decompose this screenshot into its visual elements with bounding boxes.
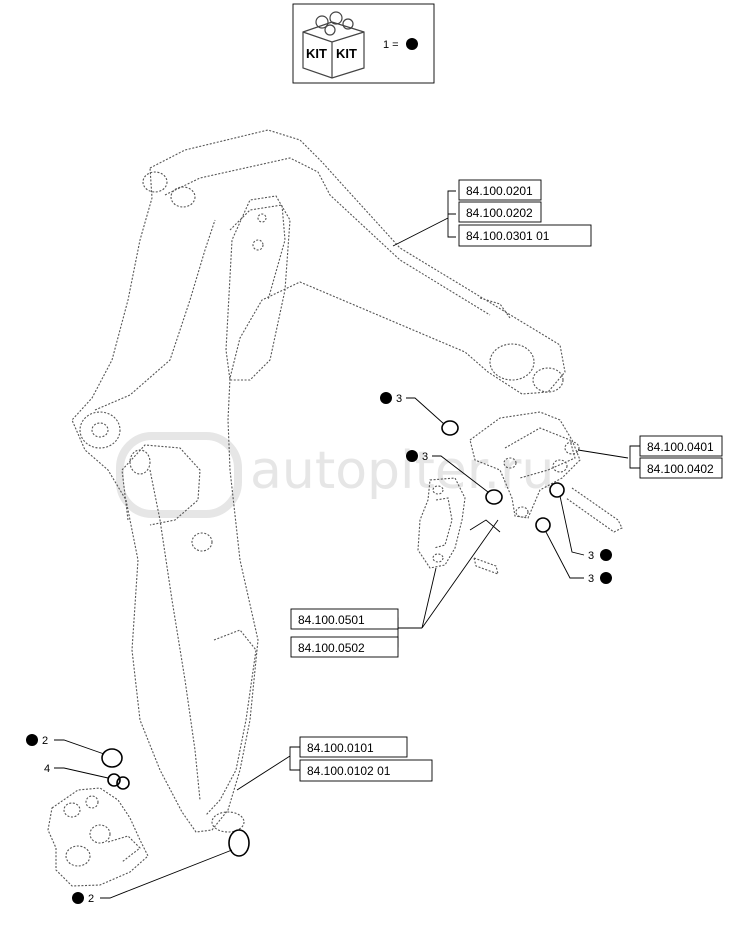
kit-equation: 1 = xyxy=(383,39,399,51)
seal-ring-4a xyxy=(107,773,121,787)
kit-dot-icon xyxy=(380,392,392,404)
seal-ring-4b xyxy=(116,776,130,790)
kit-dot-icon xyxy=(406,450,418,462)
callout-label: 2 xyxy=(42,735,48,747)
watermark-logo-box xyxy=(116,432,242,518)
boom-arm xyxy=(71,129,566,833)
link-assembly xyxy=(417,411,623,575)
callout-label: 3 xyxy=(588,550,594,562)
ref-label[interactable]: 84.100.0401 xyxy=(647,440,714,454)
ref-box[interactable] xyxy=(458,201,542,223)
ref-box[interactable] xyxy=(290,636,399,658)
ref-group-link: 84.100.0401 84.100.0402 xyxy=(577,435,723,479)
ref-box[interactable] xyxy=(458,224,592,247)
ref-label[interactable]: 84.100.0101 xyxy=(307,741,374,755)
kit-legend: KIT KIT 1 = xyxy=(292,3,435,84)
kit-dot-icon xyxy=(406,38,418,50)
ref-label[interactable]: 84.100.0202 xyxy=(466,206,533,220)
kit-label-left: KIT xyxy=(306,46,327,61)
kit-dot-icon xyxy=(26,734,38,746)
ref-label[interactable]: 84.100.0201 xyxy=(466,184,533,198)
callout-label: 3 xyxy=(396,393,402,405)
kit-dot-icon xyxy=(600,572,612,584)
callout-label: 3 xyxy=(588,573,594,585)
ref-label[interactable]: 84.100.0301 01 xyxy=(466,229,550,243)
seal-ring-3d xyxy=(535,517,551,533)
ref-label[interactable]: 84.100.0501 xyxy=(298,613,365,627)
seal-ring-3b xyxy=(485,489,503,505)
base-block xyxy=(47,787,149,887)
ref-box[interactable] xyxy=(299,736,408,758)
ref-label[interactable]: 84.100.0102 01 xyxy=(307,764,391,778)
ref-box[interactable] xyxy=(299,759,433,782)
ref-label[interactable]: 84.100.0502 xyxy=(298,641,365,655)
ref-box[interactable] xyxy=(639,457,723,479)
seal-ring-3a xyxy=(441,420,459,436)
watermark-text: autopiter.ru xyxy=(250,441,554,501)
kit-box-icon xyxy=(302,11,365,79)
ref-box[interactable] xyxy=(639,435,723,457)
seal-ring-2a xyxy=(101,748,123,768)
callouts: 3 3 3 3 2 4 2 xyxy=(26,392,612,905)
callout-label: 4 xyxy=(44,763,50,775)
ref-group-boom: 84.100.0201 84.100.0202 84.100.0301 01 xyxy=(392,179,592,247)
seal-ring-2b xyxy=(228,829,250,857)
ref-label[interactable]: 84.100.0402 xyxy=(647,462,714,476)
kit-label-right: KIT xyxy=(336,46,357,61)
ref-group-base: 84.100.0101 84.100.0102 01 xyxy=(236,736,433,791)
seal-rings xyxy=(101,420,565,857)
ref-group-rocker: 84.100.0501 84.100.0502 xyxy=(290,519,501,658)
callout-label: 3 xyxy=(422,451,428,463)
callout-label: 2 xyxy=(88,893,94,905)
kit-dot-icon xyxy=(72,892,84,904)
seal-ring-3c xyxy=(549,482,565,498)
ref-box[interactable] xyxy=(458,179,542,201)
kit-dot-icon xyxy=(600,549,612,561)
ref-box[interactable] xyxy=(290,608,399,630)
watermark: autopiter.ru xyxy=(116,432,554,518)
